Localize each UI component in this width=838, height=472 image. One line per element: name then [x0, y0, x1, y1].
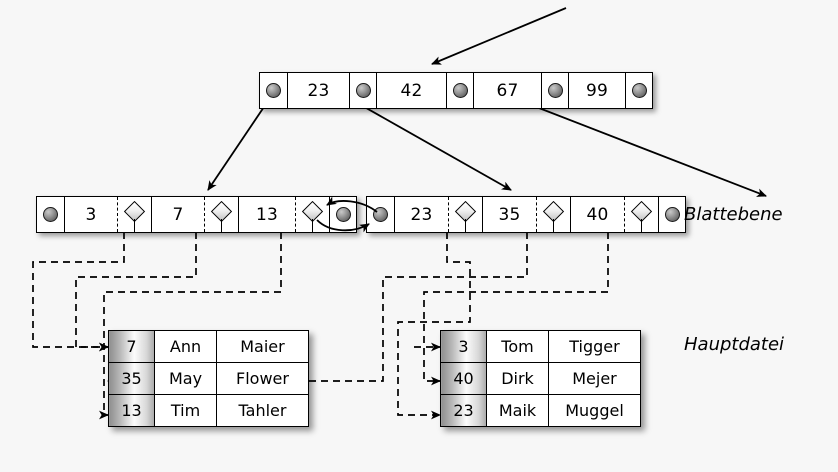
root-key-3: 99	[585, 80, 609, 101]
row-last-name: Flower	[216, 362, 309, 395]
leaf-left-record-pointer-1[interactable]	[204, 197, 238, 232]
arrow-root-to-right-leaf	[344, 95, 512, 191]
row-last-name: Tigger	[548, 330, 641, 363]
row-last-name: Mejer	[548, 362, 641, 395]
leaf-right-key-2: 40	[586, 204, 609, 225]
leaf-right-record-pointer-0[interactable]	[448, 197, 482, 232]
root-pointer-1[interactable]	[349, 73, 376, 108]
root-key-0: 23	[307, 80, 330, 101]
leaf-right-key-1: 35	[498, 204, 521, 225]
sphere-pointer-icon	[664, 207, 680, 222]
root-key-cell-3: 99	[568, 73, 625, 108]
row-key: 7	[108, 330, 155, 363]
row-first-name: May	[154, 362, 217, 395]
sphere-pointer-icon	[373, 207, 388, 222]
diamond-stem	[133, 219, 136, 232]
main-file-table-left[interactable]: 7 Ann Maier 35 May Flower 13 Tim Tahler	[108, 330, 309, 427]
diamond-stem	[552, 219, 555, 232]
leaf-left-key-cell-2: 13	[238, 197, 295, 232]
row-first-name: Maik	[486, 394, 549, 427]
leaf-left-key-cell-0: 3	[64, 197, 117, 232]
row-key: 23	[440, 394, 487, 427]
leaf-right-record-pointer-2[interactable]	[624, 197, 658, 232]
sphere-pointer-icon	[355, 83, 371, 98]
leaf-left-record-pointer-2[interactable]	[295, 197, 329, 232]
arrow-root-to-left-leaf	[207, 97, 271, 191]
table-row[interactable]: 7 Ann Maier	[108, 330, 309, 363]
diamond-stem	[311, 219, 314, 232]
row-key: 40	[440, 362, 487, 395]
table-row[interactable]: 35 May Flower	[108, 362, 309, 395]
root-key-1: 42	[400, 80, 423, 101]
table-row[interactable]: 13 Tim Tahler	[108, 394, 309, 427]
diamond-stem	[464, 219, 467, 232]
leaf-left-key-cell-1: 7	[151, 197, 204, 232]
leaf-right-record-pointer-1[interactable]	[536, 197, 570, 232]
leaf-right-prev-pointer[interactable]	[367, 197, 394, 232]
leaf-right-key-cell-2: 40	[570, 197, 624, 232]
row-last-name: Muggel	[548, 394, 641, 427]
diamond-stem	[220, 219, 223, 232]
leaf-left-key-1: 7	[172, 204, 184, 225]
row-first-name: Dirk	[486, 362, 549, 395]
leaf-left-key-0: 3	[85, 204, 97, 225]
row-first-name: Tim	[154, 394, 217, 427]
leaf-left-key-2: 13	[255, 204, 279, 225]
root-pointer-3[interactable]	[541, 73, 568, 108]
row-key: 13	[108, 394, 155, 427]
root-key-cell-1: 42	[376, 73, 446, 108]
diamond-stem	[640, 219, 643, 232]
row-key: 3	[440, 330, 487, 363]
row-last-name: Maier	[216, 330, 309, 363]
root-key-cell-0: 23	[287, 73, 349, 108]
leaf-right-key-cell-0: 23	[394, 197, 448, 232]
leaf-left-prev-pointer[interactable]	[37, 197, 64, 232]
sphere-pointer-icon	[43, 207, 58, 222]
leaf-node-right[interactable]: 23 35 40	[366, 196, 686, 233]
arrow-root-to-offpage	[507, 95, 767, 197]
root-pointer-0[interactable]	[260, 73, 287, 108]
row-first-name: Tom	[486, 330, 549, 363]
sphere-pointer-icon	[452, 83, 468, 98]
table-row[interactable]: 23 Maik Muggel	[440, 394, 641, 427]
leaf-node-left[interactable]: 3 7 13	[36, 196, 357, 233]
label-hauptdatei: Hauptdatei	[684, 334, 785, 355]
leaf-right-next-pointer[interactable]	[658, 197, 685, 232]
sphere-pointer-icon	[266, 83, 281, 98]
leaf-left-record-pointer-0[interactable]	[117, 197, 151, 232]
leaf-right-key-0: 23	[410, 204, 433, 225]
root-pointer-2[interactable]	[446, 73, 473, 108]
root-pointer-4[interactable]	[625, 73, 652, 108]
leaf-left-next-pointer[interactable]	[329, 197, 356, 232]
table-row[interactable]: 40 Dirk Mejer	[440, 362, 641, 395]
label-blattebene: Blattebene	[684, 204, 783, 225]
root-key-2: 67	[496, 80, 519, 101]
main-file-table-right[interactable]: 3 Tom Tigger 40 Dirk Mejer 23 Maik Mugge…	[440, 330, 641, 427]
sphere-pointer-icon	[547, 83, 563, 98]
sphere-pointer-icon	[335, 207, 351, 222]
table-row[interactable]: 3 Tom Tigger	[440, 330, 641, 363]
root-node[interactable]: 23 42 67 99	[259, 72, 653, 109]
sphere-pointer-icon	[631, 83, 647, 98]
root-key-cell-2: 67	[473, 73, 541, 108]
row-last-name: Tahler	[216, 394, 309, 427]
row-first-name: Ann	[154, 330, 217, 363]
row-key: 35	[108, 362, 155, 395]
leaf-right-key-cell-1: 35	[482, 197, 536, 232]
arrow-into-root	[431, 7, 567, 65]
